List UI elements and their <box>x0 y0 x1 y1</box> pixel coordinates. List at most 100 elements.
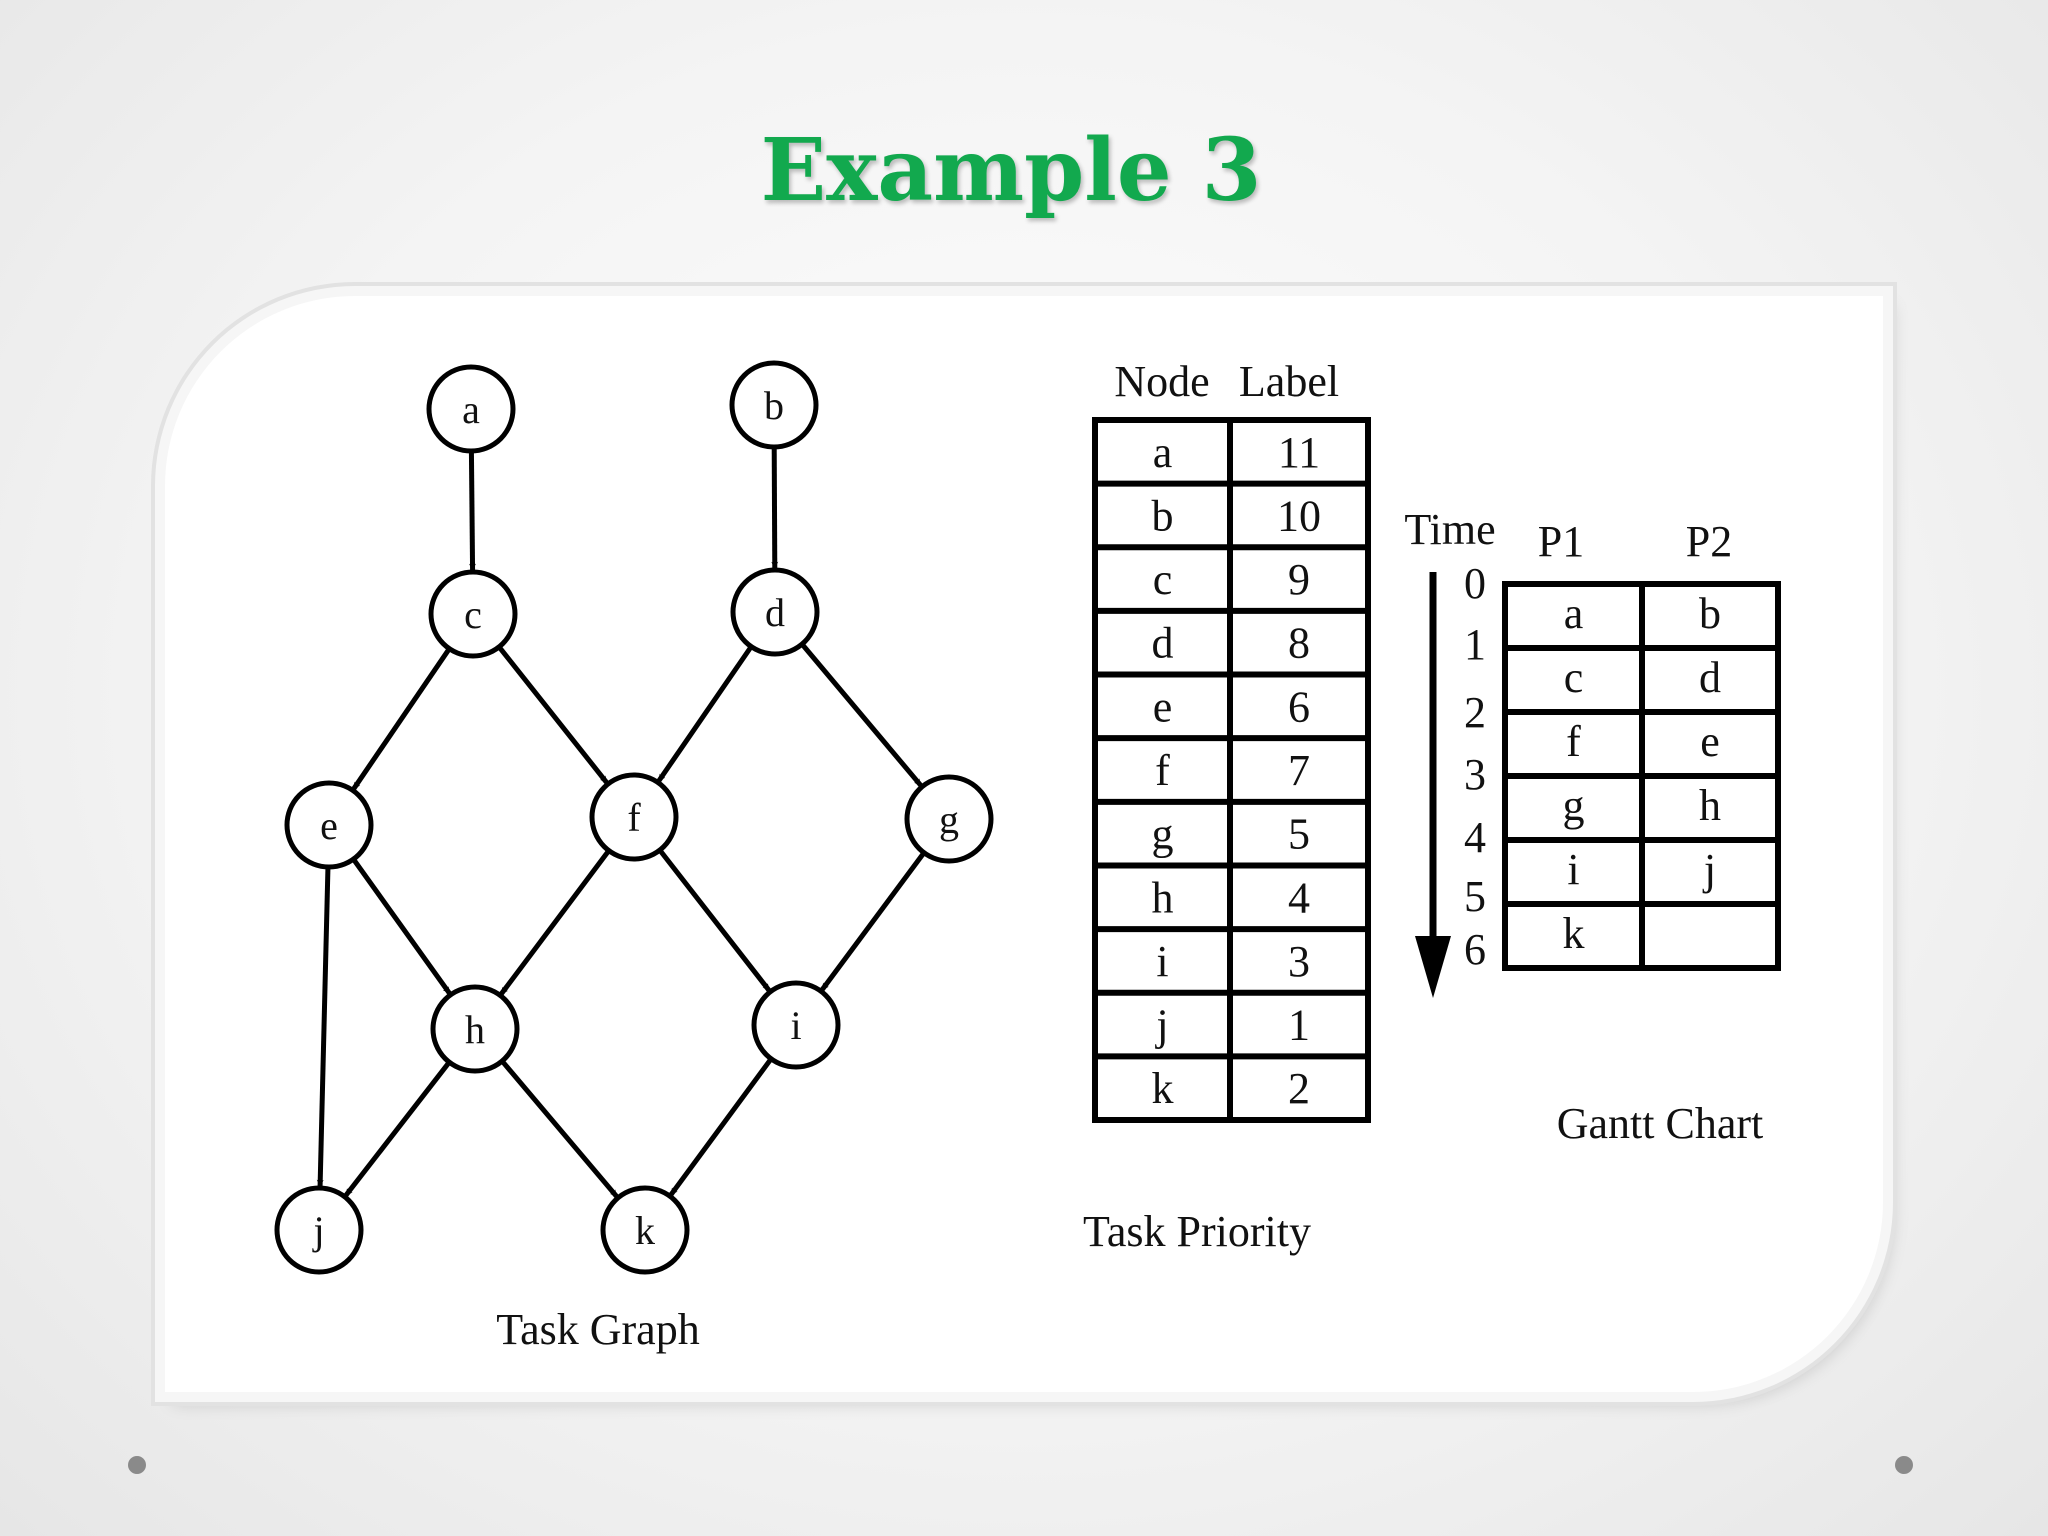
priority-cell-node: b <box>1152 491 1174 540</box>
priority-cell-label: 7 <box>1288 746 1310 795</box>
gantt-cell-p2: j <box>1702 845 1716 894</box>
graph-node-f: f <box>589 772 679 862</box>
priority-cell-node: d <box>1152 619 1174 668</box>
priority-header-label: Label <box>1239 357 1339 406</box>
priority-cell-label: 6 <box>1288 682 1310 731</box>
gantt-cell-p1: k <box>1563 909 1585 958</box>
time-tick: 3 <box>1464 750 1486 799</box>
graph-node-h: h <box>430 984 520 1074</box>
time-tick: 1 <box>1464 620 1486 669</box>
time-tick: 4 <box>1464 813 1486 862</box>
gantt-cell-p2: e <box>1700 717 1720 766</box>
priority-cell-node: g <box>1152 810 1174 859</box>
edge-d-f <box>656 645 754 783</box>
priority-cell-label: 4 <box>1288 873 1310 922</box>
graph-node-d: d <box>730 567 820 657</box>
graph-node-b: b <box>729 360 819 450</box>
task-graph-caption: Task Graph <box>496 1305 699 1354</box>
graph-node-label: f <box>627 795 641 840</box>
priority-cell-node: k <box>1152 1064 1174 1113</box>
edge-a-c <box>468 450 477 571</box>
task-graph-edges <box>316 446 926 1199</box>
graph-node-label: h <box>465 1007 485 1052</box>
edge-f-h <box>499 849 611 996</box>
graph-node-circle <box>589 772 679 862</box>
slide-dot-right <box>1895 1456 1913 1474</box>
time-tick: 0 <box>1464 559 1486 608</box>
edge-f-i <box>657 848 771 992</box>
graph-node-k: k <box>600 1185 690 1275</box>
graph-node-circle <box>274 1185 364 1275</box>
graph-node-c: c <box>428 569 518 659</box>
priority-cell-node: j <box>1154 1001 1168 1050</box>
edge-e-h <box>351 857 452 995</box>
graph-node-label: e <box>320 803 338 848</box>
graph-node-label: j <box>311 1208 324 1253</box>
edge-e-j <box>316 866 331 1187</box>
gantt-table: a b c d f e g h i j k <box>1502 581 1781 971</box>
time-tick: 5 <box>1464 872 1486 921</box>
priority-cell-node: h <box>1152 873 1174 922</box>
graph-node-a: a <box>426 364 516 454</box>
priority-cell-label: 2 <box>1288 1064 1310 1113</box>
gantt-header-p2: P2 <box>1686 517 1732 566</box>
graph-node-label: g <box>939 797 959 842</box>
edge-b-d <box>771 446 779 569</box>
priority-cell-label: 10 <box>1277 491 1321 540</box>
graph-node-g: g <box>904 774 994 864</box>
gantt-header-p1: P1 <box>1538 517 1584 566</box>
graph-node-label: a <box>462 387 480 432</box>
slide-dot-left <box>128 1456 146 1474</box>
task-graph: a b c d e f g h i j k Task Graph <box>274 360 994 1354</box>
priority-cell-node: f <box>1155 746 1170 795</box>
graph-node-circle <box>730 567 820 657</box>
time-arrow-head <box>1415 936 1451 998</box>
priority-cell-label: 5 <box>1288 810 1310 859</box>
graph-node-circle <box>284 780 374 870</box>
graph-node-circle <box>729 360 819 450</box>
gantt-cell-p1: c <box>1564 653 1584 702</box>
gantt-cell-p1: g <box>1563 781 1585 830</box>
gantt-cell-p1: i <box>1567 845 1579 894</box>
priority-cell-node: a <box>1153 428 1173 477</box>
graph-node-circle <box>751 980 841 1070</box>
task-graph-nodes: a b c d e f g h i j k <box>274 360 994 1275</box>
priority-cell-label: 8 <box>1288 619 1310 668</box>
priority-header-node: Node <box>1114 357 1209 406</box>
graph-node-circle <box>430 984 520 1074</box>
graph-node-circle <box>600 1185 690 1275</box>
graph-node-label: i <box>790 1003 801 1048</box>
gantt-cell-p1: f <box>1566 717 1581 766</box>
graph-node-label: d <box>765 590 785 635</box>
edge-g-i <box>820 851 926 992</box>
priority-cell-label: 1 <box>1288 1001 1310 1050</box>
priority-cell-node: i <box>1156 937 1168 986</box>
graph-node-j: j <box>274 1185 364 1275</box>
task-priority-caption: Task Priority <box>1083 1207 1311 1256</box>
slide-title: Example 3 <box>760 120 1262 221</box>
graph-node-label: c <box>464 592 482 637</box>
gantt-chart-caption: Gantt Chart <box>1557 1099 1764 1148</box>
priority-cell-label: 11 <box>1278 428 1320 477</box>
edge-c-e <box>351 647 452 791</box>
priority-cell-node: e <box>1153 682 1173 731</box>
graph-node-label: b <box>764 383 784 428</box>
gantt-cell-p2: d <box>1699 653 1721 702</box>
priority-cell-label: 9 <box>1288 555 1310 604</box>
graph-node-label: k <box>635 1208 655 1253</box>
graph-node-circle <box>904 774 994 864</box>
time-tick: 2 <box>1464 688 1486 737</box>
gantt-cell-p1: a <box>1564 589 1584 638</box>
gantt-cell-p2: h <box>1699 781 1721 830</box>
edge-d-g <box>800 642 923 787</box>
gantt-cell-p2: b <box>1699 589 1721 638</box>
edge-i-k <box>669 1057 774 1197</box>
graph-node-circle <box>428 569 518 659</box>
gantt-time-label: Time <box>1404 505 1495 554</box>
